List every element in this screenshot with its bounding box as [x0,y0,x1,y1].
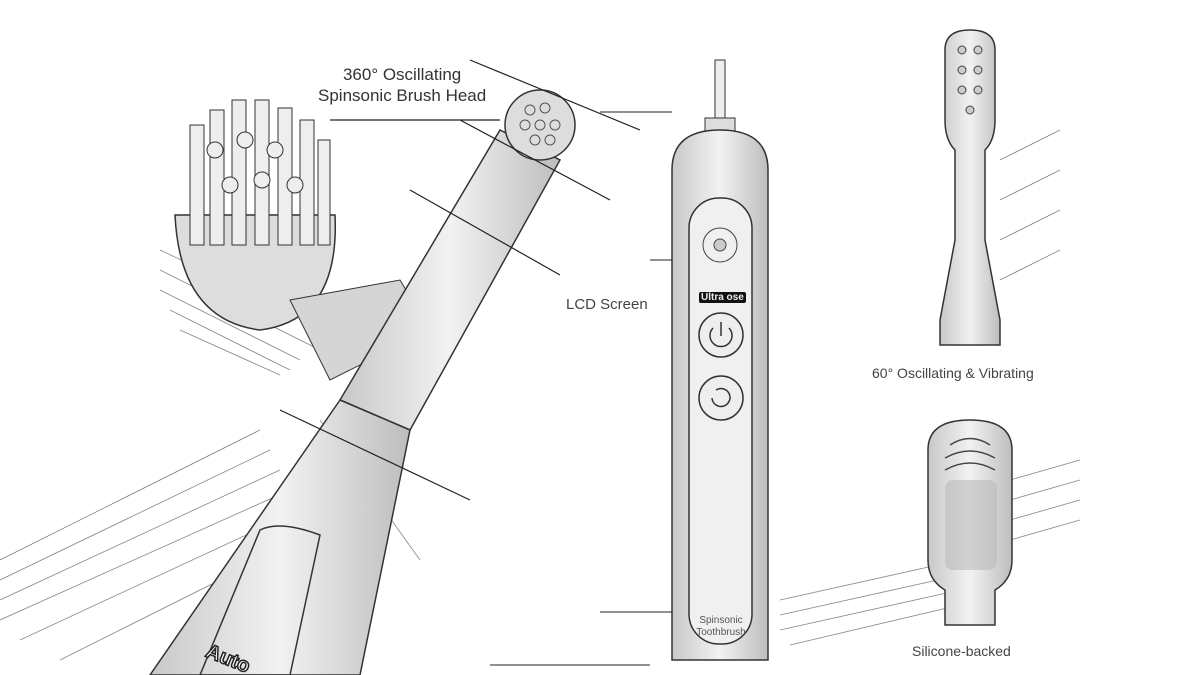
hatching [0,129,1081,661]
front-toothbrush [490,59,769,666]
brand-line1: Spinsonic [699,615,743,626]
brush-head-callout: 360° Oscillating Spinsonic Brush Head [318,64,486,106]
brush-head-label-line2: Spinsonic Brush Head [318,86,487,105]
lcd-display: Ultra ose [699,292,746,303]
swirl-logo-icon [702,227,738,263]
angled-toothbrush [149,59,641,675]
oscillating-vibrating-label: 60° Oscillating & Vibrating [872,365,1034,381]
mode-button [698,375,744,421]
replacement-head [939,29,1001,346]
brand-text: Spinsonic Toothbrush [690,615,752,639]
lcd-screen-label: LCD Screen [566,296,648,313]
power-icon [709,322,733,348]
round-brush-head-closeup [174,99,431,381]
silicone-backed-label: Silicone-backed [912,643,1011,659]
refresh-icon [711,387,731,408]
brush-head-label-line1: 360° Oscillating [342,65,462,84]
silicone-head [927,419,1013,626]
brand-line2: Toothbrush [696,627,746,638]
